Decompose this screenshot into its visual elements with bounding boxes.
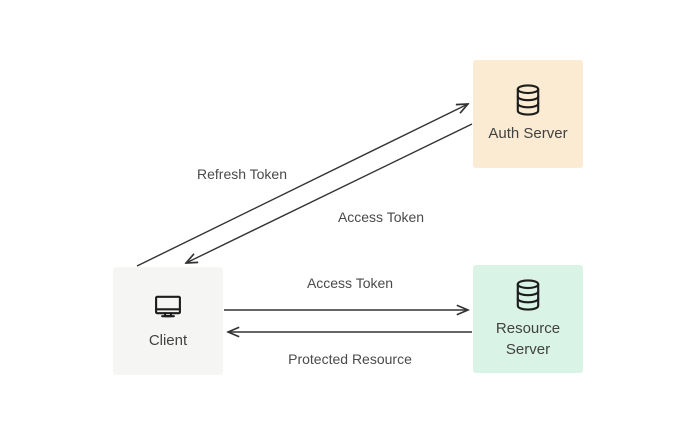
edge-label-access-token-horizontal: Access Token xyxy=(306,275,394,291)
edge-access-token-auth-to-client xyxy=(186,123,473,263)
edge-label-protected-resource: Protected Resource xyxy=(288,351,412,367)
node-auth-server: Auth Server xyxy=(473,60,583,168)
node-resource-server-label: Resource Server xyxy=(495,320,561,358)
node-client: Client xyxy=(113,267,223,375)
monitor-icon xyxy=(151,290,185,324)
node-client-label: Client xyxy=(148,332,188,350)
database-icon xyxy=(511,83,545,117)
edge-label-access-token-diagonal: Access Token xyxy=(337,209,425,225)
edge-refresh-token xyxy=(136,104,468,267)
node-auth-server-label: Auth Server xyxy=(488,125,568,143)
edge-label-refresh-token: Refresh Token xyxy=(196,166,288,182)
database-icon xyxy=(511,278,545,312)
node-resource-server: Resource Server xyxy=(473,265,583,373)
